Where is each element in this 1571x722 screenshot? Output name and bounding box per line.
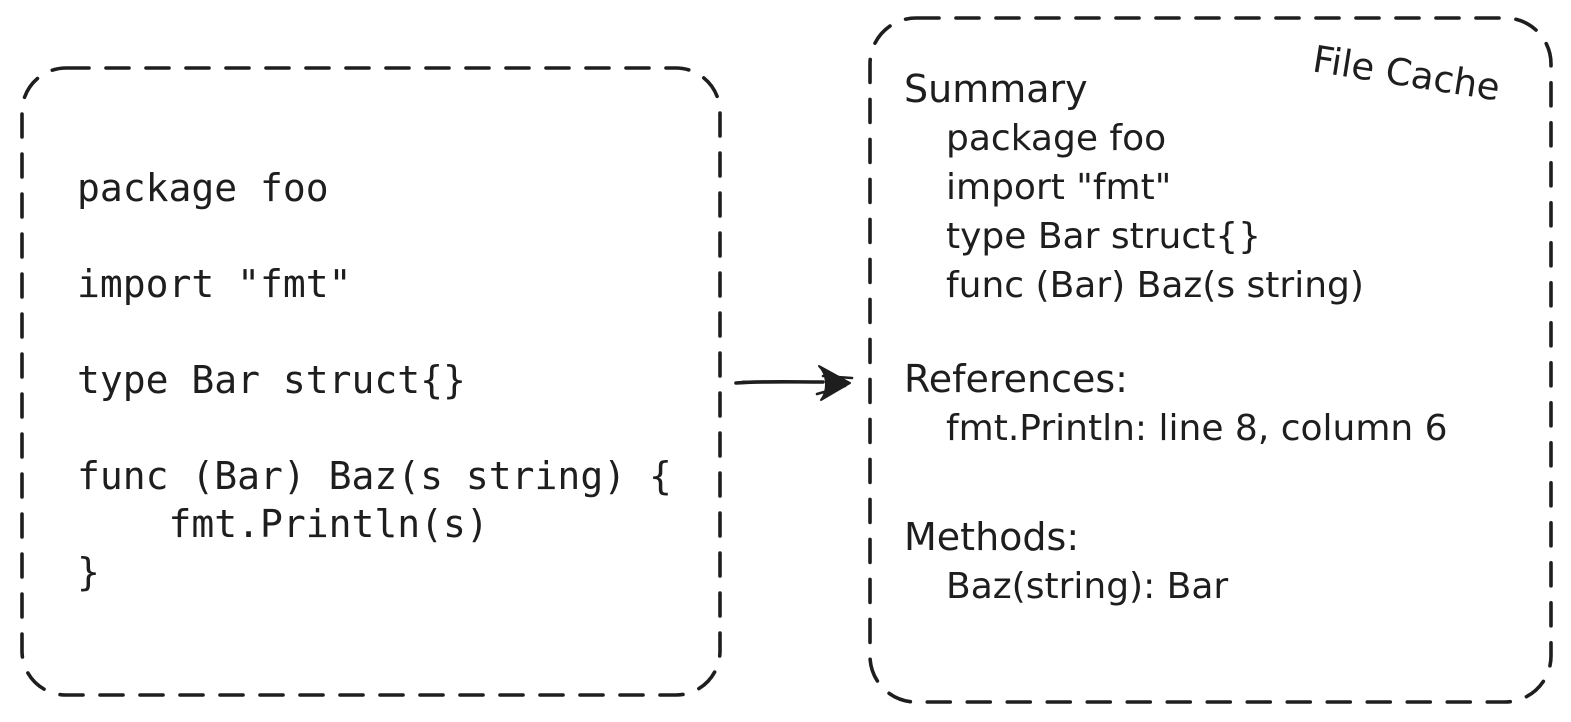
source-code-box: package foo import "fmt" type Bar struct… (20, 66, 722, 697)
go-source-code: package foo import "fmt" type Bar struct… (77, 166, 672, 594)
summary-item: type Bar struct{} (946, 216, 1262, 257)
summary-items: package foo import "fmt" type Bar struct… (904, 114, 1533, 310)
methods-items: Baz(string): Bar (904, 562, 1533, 611)
summary-item: func (Bar) Baz(s string) (946, 265, 1364, 306)
summary-item: package foo (946, 118, 1167, 159)
methods-section: Methods: Baz(string): Bar (904, 512, 1533, 611)
summary-section: Summary package foo import "fmt" type Ba… (904, 64, 1533, 310)
method-item: Baz(string): Bar (946, 566, 1229, 607)
dashed-border (868, 16, 1553, 704)
references-section: References: fmt.Println: line 8, column … (904, 354, 1533, 453)
right-arrow-icon (734, 365, 854, 401)
methods-title: Methods: (904, 515, 1080, 559)
summary-item: import "fmt" (946, 167, 1172, 208)
references-title: References: (904, 357, 1128, 401)
flow-arrow (733, 356, 855, 408)
file-cache-box: File Cache Summary package foo import "f… (868, 16, 1553, 704)
reference-item: fmt.Println: line 8, column 6 (946, 408, 1448, 449)
references-items: fmt.Println: line 8, column 6 (904, 404, 1533, 453)
summary-title: Summary (904, 67, 1088, 111)
